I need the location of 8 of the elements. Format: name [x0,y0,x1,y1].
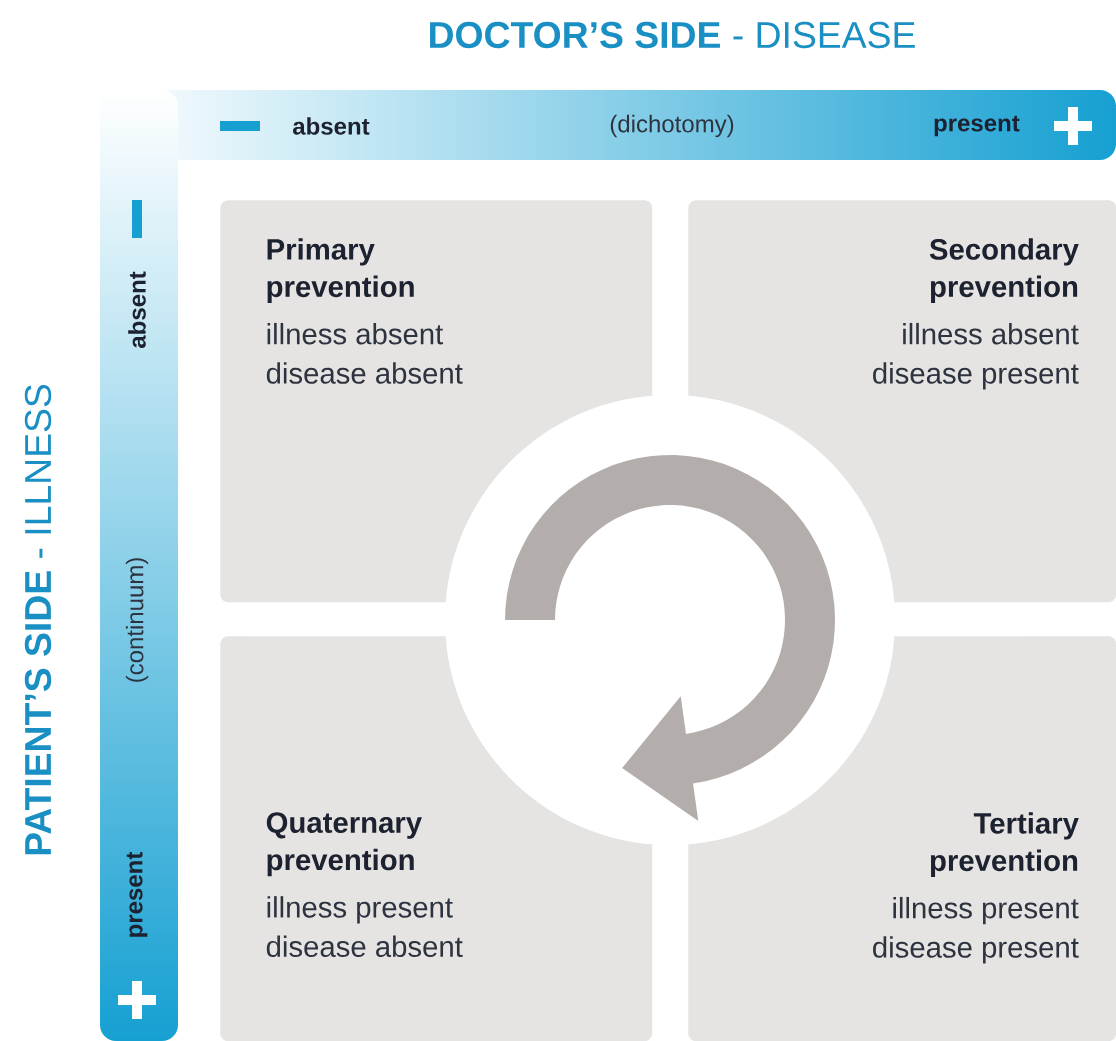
axis-label: (dichotomy) [610,114,734,138]
axis-label: absent [128,271,146,348]
axis-label: present [126,851,148,937]
title: DOCTOR’S SIDE - DISEASE [430,21,915,49]
axis-label: present [934,115,1020,137]
axis-label: (continuum) [125,558,149,682]
axis-label: absent [293,117,370,135]
axis-title: PATIENT’S SIDE - ILLNESS [24,384,52,855]
